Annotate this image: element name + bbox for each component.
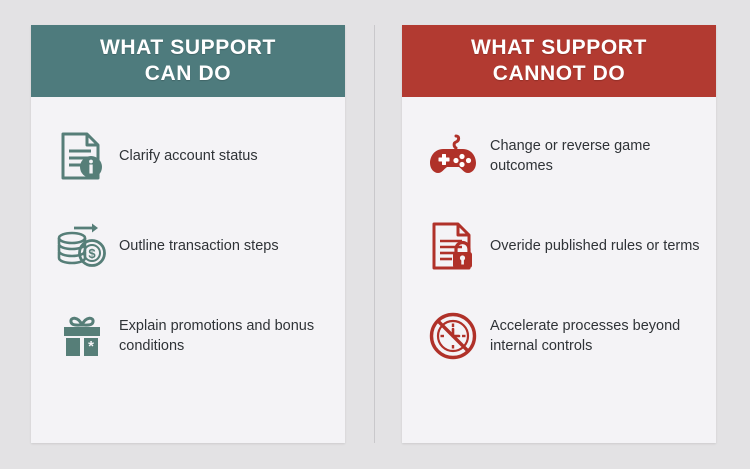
no-clock-icon — [424, 307, 482, 365]
svg-text:$: $ — [88, 246, 96, 261]
panel-cannot-do-header: WHAT SUPPORT CANNOT DO — [402, 25, 716, 97]
document-info-icon — [53, 127, 111, 185]
panel-cannot-do-body: Change or reverse game outcomes — [402, 97, 716, 369]
gamepad-icon — [424, 127, 482, 185]
panel-can-do-title-line1: WHAT SUPPORT — [100, 36, 276, 59]
panel-divider — [374, 25, 375, 443]
list-item-label: Explain promotions and bonus conditions — [119, 318, 315, 354]
list-item: Accelerate processes beyond internal con… — [402, 303, 716, 369]
list-item: Clarify account status — [31, 123, 345, 189]
coins-transfer-icon: $ — [53, 217, 111, 275]
list-item-label: Accelerate processes beyond internal con… — [490, 318, 681, 354]
list-item: $ Outline transaction steps — [31, 213, 345, 279]
panel-can-do-body: Clarify account status — [31, 97, 345, 369]
panel-can-do-header: WHAT SUPPORT CAN DO — [31, 25, 345, 97]
panel-cannot-do: WHAT SUPPORT CANNOT DO C — [402, 25, 716, 443]
list-item: * Explain promotions and bonus condition… — [31, 303, 345, 369]
panel-cannot-do-title-line1: WHAT SUPPORT — [471, 36, 647, 59]
list-item-label: Change or reverse game outcomes — [490, 138, 651, 174]
list-item-label: Outline transaction steps — [119, 238, 279, 254]
list-item-label: Overide published rules or terms — [490, 238, 700, 254]
svg-text:*: * — [88, 338, 94, 355]
panel-cannot-do-title-line2: CANNOT DO — [492, 62, 626, 85]
document-lock-icon — [424, 217, 482, 275]
list-item: Overide published rules or terms — [402, 213, 716, 279]
panel-can-do-title-line2: CAN DO — [144, 62, 232, 85]
list-item: Change or reverse game outcomes — [402, 123, 716, 189]
gift-star-icon: * — [53, 307, 111, 365]
list-item-label: Clarify account status — [119, 148, 258, 164]
panel-can-do: WHAT SUPPORT CAN DO Clar — [31, 25, 345, 443]
